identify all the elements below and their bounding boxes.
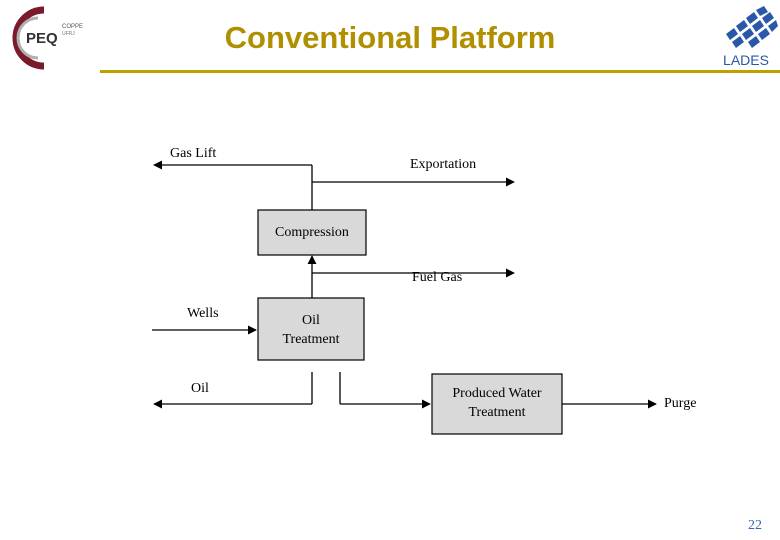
oil-treatment-label-line1: Oil [302, 313, 320, 328]
title-divider [100, 70, 780, 73]
purge-label: Purge [664, 396, 696, 411]
produced-water-label-line2: Treatment [468, 405, 525, 420]
fuel-gas-label: Fuel Gas [412, 270, 462, 285]
lades-logo: LADES [723, 6, 778, 68]
peq-logo-sub2: UFRJ [62, 31, 75, 37]
peq-logo-sub1: COPPE [62, 24, 83, 30]
slide-title: Conventional Platform [224, 20, 556, 55]
oil-label: Oil [191, 381, 209, 396]
compression-label: Compression [275, 225, 349, 240]
peq-logo-text: PEQ [26, 30, 58, 47]
oil-treatment-label-line2: Treatment [282, 332, 339, 347]
wells-label: Wells [187, 306, 219, 321]
produced-water-label-line1: Produced Water [452, 386, 542, 401]
gas-lift-label: Gas Lift [170, 146, 216, 161]
produced-water-treatment-box [431, 373, 563, 435]
exportation-label: Exportation [410, 157, 476, 172]
page-number: 22 [748, 518, 762, 533]
oil-treatment-box [257, 297, 365, 361]
compression-box [257, 209, 367, 256]
peq-logo: PEQ COPPE UFRJ [12, 6, 83, 70]
lades-logo-text: LADES [723, 52, 769, 68]
